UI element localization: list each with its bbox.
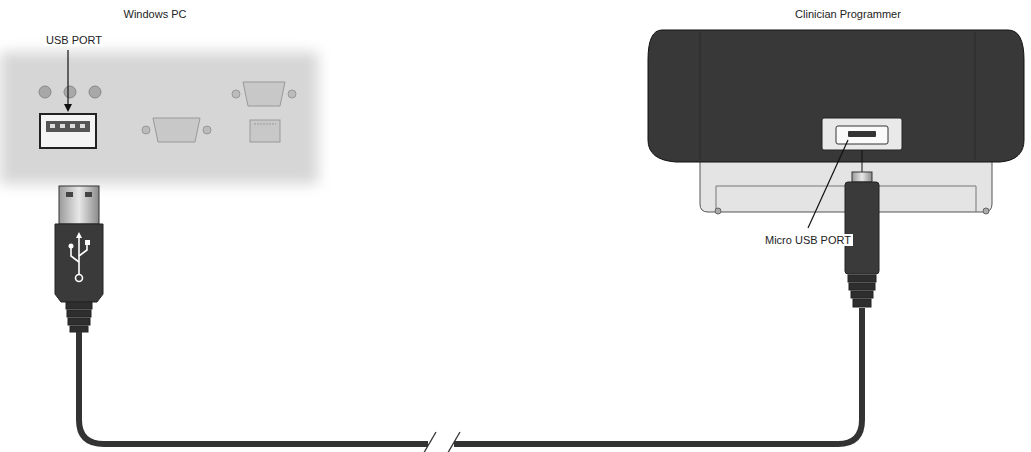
device-title: Windows PC bbox=[124, 8, 187, 20]
port-label: Micro USB PORT bbox=[763, 234, 853, 246]
port-label: USB PORT bbox=[44, 34, 104, 46]
device-title: Clinician Programmer bbox=[795, 8, 901, 20]
